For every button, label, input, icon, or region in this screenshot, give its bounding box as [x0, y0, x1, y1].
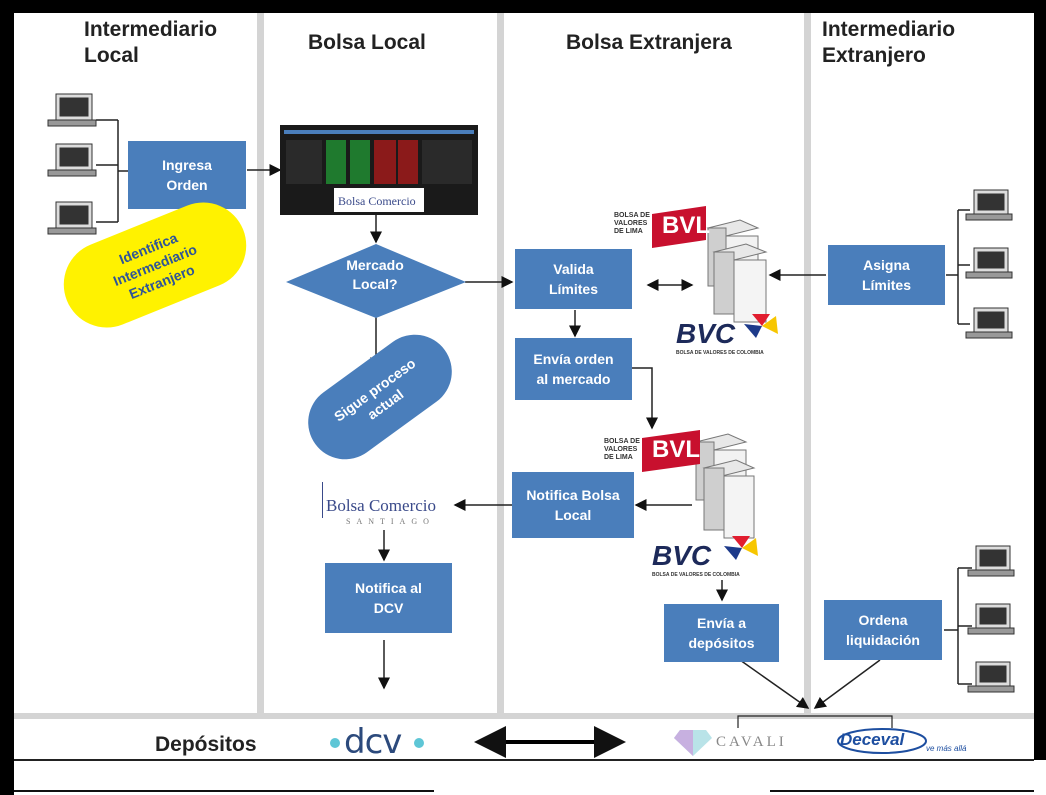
- frame-bottom-right-line: [770, 790, 1034, 792]
- trading-screen-icon: [280, 125, 478, 215]
- separator-bottom: [14, 713, 1034, 719]
- deceval-logo: Deceval: [840, 730, 905, 749]
- frame-top-border: [0, 0, 1046, 13]
- bolsa-comercio-logo-screen: Bolsa Comercio: [338, 194, 416, 208]
- column-title-foreign-intermediary: Intermediario Extranjero: [822, 18, 956, 67]
- deceval-logo-mark: [837, 728, 927, 754]
- ingresa-orden-box: Ingresa Orden: [128, 141, 246, 209]
- notifica-bolsa-local-box: Notifica Bolsa Local: [512, 472, 634, 538]
- server-icon: [694, 433, 756, 539]
- envia-orden-label: Envía orden al mercado: [533, 351, 614, 387]
- ordena-liquidacion-label: Ordena liquidación: [846, 612, 920, 648]
- deposits-bottom-line: [14, 759, 1034, 761]
- valida-limites-label: Valida Límites: [548, 261, 598, 297]
- server-icon: [706, 219, 768, 323]
- cavali-logo-mark: [674, 730, 712, 756]
- deceval-tagline: ve más allá: [926, 744, 967, 753]
- bvc-logo-text-top: BVC: [676, 318, 736, 349]
- bvl-logo-text-top: BVL: [662, 212, 710, 239]
- computer-icon: [47, 93, 97, 235]
- ordena-liquidacion-box: Ordena liquidación: [824, 600, 942, 660]
- column-title-local-intermediary: Intermediario Local: [84, 18, 218, 67]
- bvc-sub-text-bottom: BOLSA DE VALORES DE COLOMBIA: [652, 572, 740, 578]
- notifica-dcv-label: Notifica al DCV: [355, 580, 422, 616]
- decision-diamond: [286, 244, 466, 318]
- frame-left-border: [0, 0, 14, 795]
- asigna-limites-box: Asigna Límites: [828, 245, 945, 305]
- valida-limites-box: Valida Límites: [515, 249, 632, 309]
- bvl-logo: [642, 206, 706, 472]
- column-title-local-exchange: Bolsa Local: [308, 31, 426, 54]
- bvc-logo-text-bottom: BVC: [652, 540, 712, 571]
- envia-depositos-label: Envía a depósitos: [688, 615, 755, 651]
- bvl-side-text-bottom: BOLSA DE VALORES DE LIMA: [604, 438, 640, 461]
- cavali-logo: CAVALI: [716, 734, 787, 750]
- separator-col2: [497, 13, 504, 713]
- bvc-sub-text-top: BOLSA DE VALORES DE COLOMBIA: [676, 350, 764, 356]
- left-computers-bracket: [96, 119, 130, 223]
- asigna-limites-label: Asigna Límites: [861, 257, 911, 293]
- frame-bottom-left-line: [14, 790, 434, 792]
- ingresa-orden-label: Ingresa Orden: [162, 157, 212, 193]
- notifica-bolsa-local-label: Notifica Bolsa Local: [526, 487, 620, 523]
- frame-right-border: [1034, 0, 1046, 760]
- separator-col1: [257, 13, 264, 713]
- envia-depositos-box: Envía a depósitos: [664, 604, 779, 662]
- column-title-foreign-exchange: Bolsa Extranjera: [566, 31, 732, 54]
- bolsa-comercio-bracket: [322, 482, 323, 518]
- depositos-label: Depósitos: [155, 733, 257, 756]
- identifica-label: Identifica Intermediario Extranjero: [110, 229, 200, 303]
- computer-icon: [965, 189, 1013, 339]
- dcv-dots-right: [414, 738, 424, 748]
- dcv-dots-left: [330, 738, 340, 748]
- bolsa-comercio-logo: Bolsa Comercio: [326, 496, 437, 515]
- dcv-logo: dcv: [344, 722, 402, 762]
- envia-orden-box: Envía orden al mercado: [515, 338, 632, 400]
- mercado-local-label: Mercado Local?: [346, 257, 404, 292]
- bvl-side-text-top: BOLSA DE VALORES DE LIMA: [614, 212, 650, 235]
- computer-icon: [967, 545, 1015, 693]
- bolsa-comercio-sub: SANTIAGO: [346, 517, 435, 526]
- bvl-logo-text-bottom: BVL: [652, 436, 700, 463]
- bvc-logo-mark: [724, 314, 778, 560]
- separator-col3: [804, 13, 811, 713]
- notifica-dcv-box: Notifica al DCV: [325, 563, 452, 633]
